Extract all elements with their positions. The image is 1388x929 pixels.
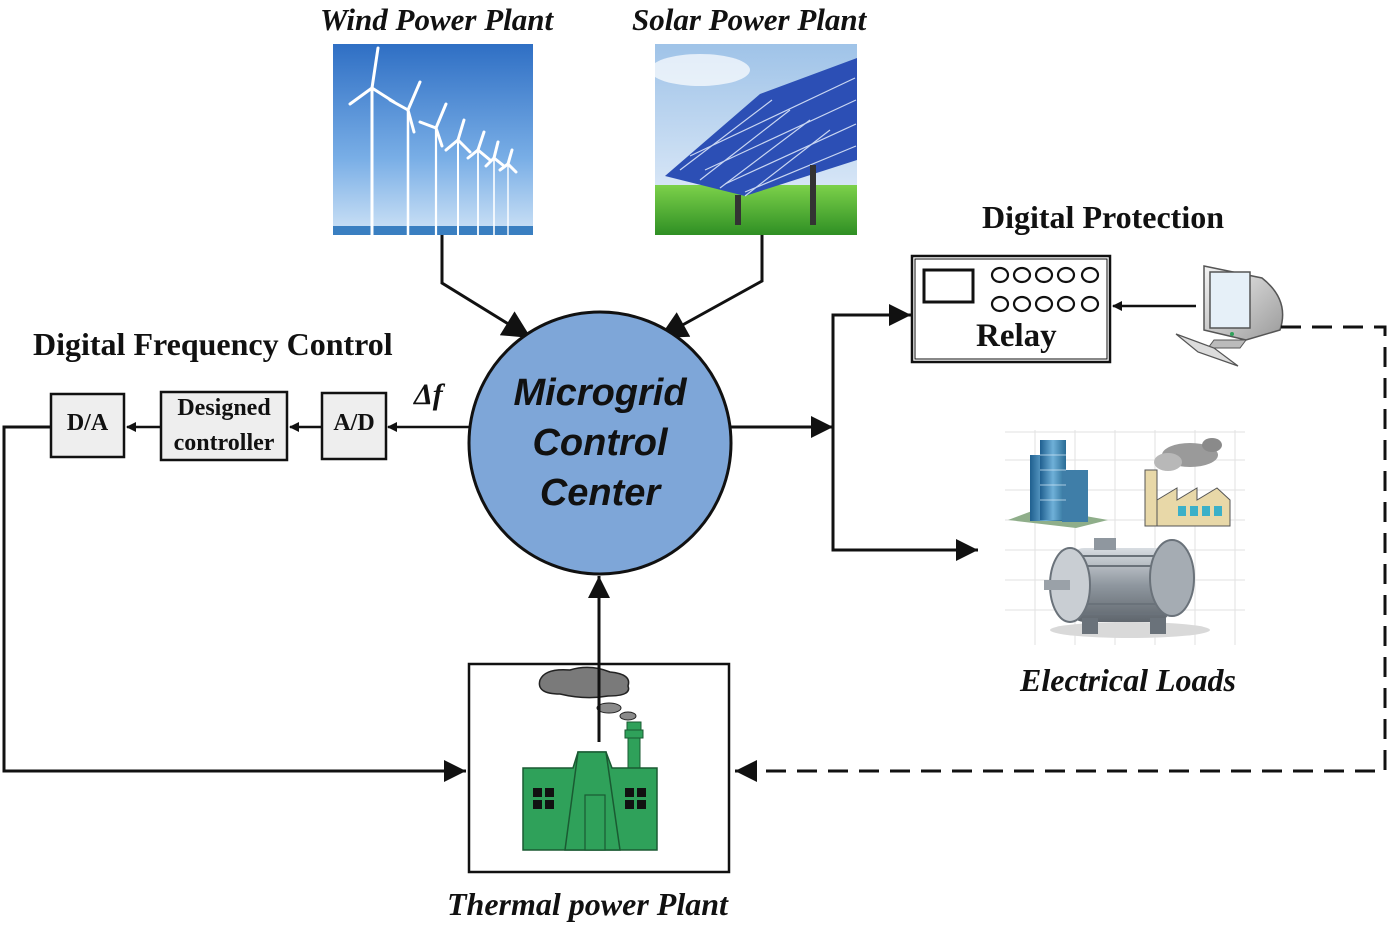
relay-device [910, 254, 1112, 364]
motor-icon [1044, 538, 1210, 638]
ad-label: A/D [333, 410, 375, 436]
thermal-plant-icon [522, 666, 658, 851]
controller-label-line2: controller [173, 430, 275, 456]
center-label-line1: Microgrid [513, 372, 687, 414]
computer-icon [1175, 265, 1284, 367]
center-label-line3: Center [539, 472, 661, 514]
wind-to-center-arrow [440, 235, 532, 340]
center-label-line2: Control [532, 422, 668, 464]
relay-label: Relay [976, 318, 1057, 354]
building-icon [1008, 440, 1108, 528]
thermal-plant-label: Thermal power Plant [447, 886, 728, 922]
da-to-thermal-line [2, 425, 466, 782]
electrical-loads-label: Electrical Loads [1020, 662, 1236, 698]
delta-f-label: Δf [414, 378, 443, 411]
wind-plant-title: Wind Power Plant [320, 2, 554, 37]
junction-to-relay-arrow [831, 304, 911, 427]
factory-icon [1144, 438, 1231, 527]
controller-block [159, 390, 289, 462]
microgrid-control-center [467, 310, 733, 576]
solar-panels-image [650, 44, 857, 235]
computer-to-thermal-dashed [735, 325, 1387, 782]
controller-label-line1: Designed [177, 395, 271, 421]
digital-frequency-title: Digital Frequency Control [33, 326, 393, 362]
solar-plant-title: Solar Power Plant [632, 2, 867, 37]
da-label: D/A [66, 410, 109, 436]
junction-to-loads-arrow [831, 427, 978, 561]
digital-protection-title: Digital Protection [982, 199, 1225, 235]
wind-turbines-image [333, 44, 533, 237]
solar-to-center-arrow [658, 235, 764, 340]
